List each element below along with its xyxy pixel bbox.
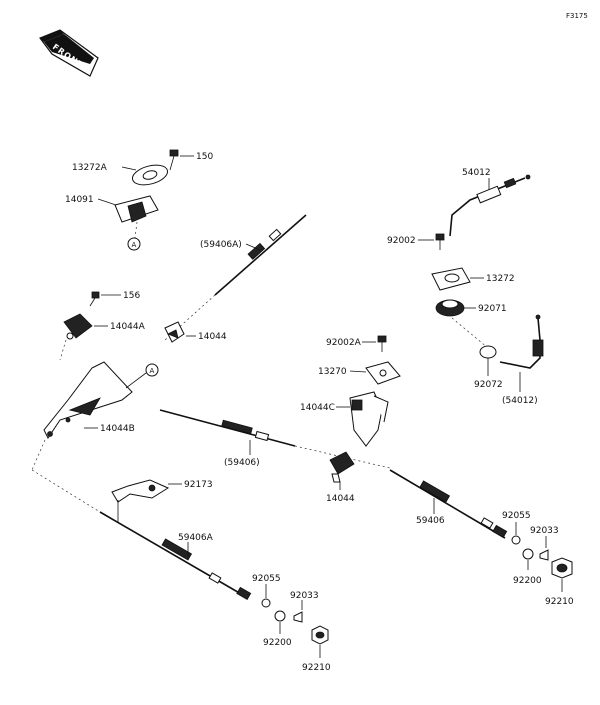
label-59406: 59406 — [416, 516, 445, 526]
cable-54012-upper — [449, 174, 531, 237]
label-92002: 92002 — [387, 236, 416, 246]
leader-14091 — [97, 198, 117, 206]
label-13272: 13272 — [486, 274, 515, 284]
clip-92033-left — [293, 611, 303, 623]
clip-14044-middle — [329, 451, 355, 483]
callout-a-mid: A — [125, 363, 159, 389]
gasket-13272 — [431, 267, 471, 291]
label-59406A: 59406A — [178, 533, 214, 543]
ring-92072 — [479, 345, 497, 359]
label-59406A-paren: (59406A) — [200, 240, 242, 250]
plate-13270 — [365, 361, 401, 385]
label-14044B: 14044B — [100, 424, 135, 434]
cable-54012-lower — [499, 314, 544, 369]
label-92002A: 92002A — [326, 338, 362, 348]
label-92173: 92173 — [184, 480, 213, 490]
cable-59406-middle — [159, 409, 391, 469]
label-54012: 54012 — [462, 168, 491, 178]
label-14044-upper: 14044 — [198, 332, 227, 342]
svg-text:A: A — [150, 367, 155, 375]
cable-59406A-upper — [164, 214, 307, 341]
label-92200-left: 92200 — [263, 638, 292, 648]
gasket-13272A — [131, 164, 169, 186]
label-92210-right: 92210 — [545, 597, 574, 607]
label-92055-left: 92055 — [252, 574, 281, 584]
seal-92071 — [435, 299, 489, 349]
label-156: 156 — [123, 291, 140, 301]
washer-92200-right — [522, 548, 534, 560]
clip-92033-right — [539, 549, 549, 561]
label-14044C: 14044C — [300, 403, 335, 413]
bolt-156 — [89, 291, 100, 307]
bolt-92002 — [435, 233, 445, 250]
bolt-92002A — [377, 335, 387, 352]
label-59406-paren: (59406) — [224, 458, 260, 468]
svg-text:A: A — [132, 241, 137, 249]
nut-92210-right — [551, 557, 573, 579]
cable-59406A-lower — [31, 469, 252, 601]
bracket-14044C — [349, 391, 389, 447]
label-13272A: 13272A — [72, 163, 108, 173]
callout-a-top: A — [127, 237, 141, 251]
label-92072: 92072 — [474, 380, 503, 390]
washer-92055-left — [261, 598, 271, 608]
label-14091: 14091 — [65, 195, 94, 205]
label-150: 150 — [196, 152, 213, 162]
label-13270: 13270 — [318, 367, 347, 377]
label-92033-left: 92033 — [290, 591, 319, 601]
label-54012-paren: (54012) — [502, 396, 538, 406]
holder-14091 — [114, 195, 159, 239]
label-92033-right: 92033 — [530, 526, 559, 536]
figure-code: F3175 — [566, 12, 588, 20]
washer-92055-right — [511, 535, 521, 545]
clamp-14044A — [63, 313, 93, 340]
label-14044A: 14044A — [110, 322, 146, 332]
label-92071: 92071 — [478, 304, 507, 314]
label-92210-left: 92210 — [302, 663, 331, 673]
washer-92200-left — [274, 610, 286, 622]
bolt-150 — [169, 149, 179, 171]
cable-59406-right — [389, 469, 508, 539]
leader-13272A — [121, 166, 137, 171]
label-92200-right: 92200 — [513, 576, 542, 586]
label-92055-right: 92055 — [502, 511, 531, 521]
clip-14044-upper — [164, 321, 185, 343]
nut-92210-left — [311, 625, 329, 645]
bracket-14044B — [31, 339, 133, 471]
bracket-92173 — [111, 479, 170, 503]
front-arrow-icon: FRONT — [39, 29, 99, 77]
leader-59406A-paren — [245, 243, 261, 251]
leader-13270 — [349, 370, 367, 373]
label-14044-middle: 14044 — [326, 494, 355, 504]
